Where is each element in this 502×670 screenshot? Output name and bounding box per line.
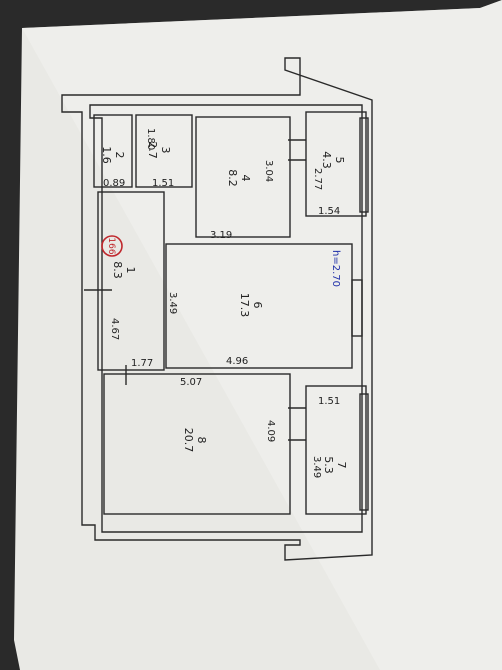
room-4-id: 4 [239, 175, 252, 182]
dimension-labels: 0.89 1.51 1.80 3.04 2.77 1.54 3.19 3.49 … [103, 128, 341, 478]
room-7-id: 7 [335, 462, 348, 469]
dim-1.80: 1.80 [145, 128, 156, 150]
dim-1.54: 1.54 [318, 206, 340, 217]
room-4-outline [195, 116, 291, 238]
room-2-area: 1.6 [100, 146, 113, 164]
room-2-outline [93, 114, 133, 188]
dim-3.49-a: 3.49 [167, 292, 178, 314]
dim-4.09: 4.09 [265, 420, 276, 442]
room-8-id: 8 [195, 437, 208, 444]
window-6 [351, 279, 363, 337]
room-7-outline [305, 385, 367, 515]
dim-height: h=2.70 [330, 250, 341, 287]
dim-5.07: 5.07 [180, 377, 202, 388]
room-1-outline [97, 191, 165, 371]
room-7-area: 5.3 [322, 456, 335, 474]
room-6-id: 6 [251, 302, 264, 309]
dim-3.04: 3.04 [263, 160, 274, 182]
floor-plan [61, 57, 373, 561]
stamp-number: 166 [106, 237, 116, 254]
room-1-id: 1 [124, 267, 137, 274]
room-1-area: 8.3 [111, 261, 124, 279]
room-3-id: 3 [159, 147, 172, 154]
stamp: 166 [101, 235, 123, 257]
dim-1.77: 1.77 [131, 358, 153, 369]
dim-4.96: 4.96 [226, 356, 248, 367]
dim-4.67: 4.67 [109, 318, 120, 340]
room-3-outline [135, 114, 193, 188]
room-5-id: 5 [333, 157, 346, 164]
dim-3.19: 3.19 [210, 230, 232, 241]
room-8-outline [103, 373, 291, 515]
dim-0.89: 0.89 [103, 178, 125, 189]
room-5-area: 4.3 [320, 151, 333, 169]
window-5 [359, 117, 369, 213]
dim-3.49-b: 3.49 [311, 456, 322, 478]
room-labels: 1 8.3 2 1.6 3 2.7 4 8.2 5 4.3 6 17.3 7 5… [100, 141, 348, 474]
outer-wall [61, 57, 373, 561]
room-3-area: 2.7 [146, 141, 159, 159]
room-8-area: 20.7 [182, 428, 195, 453]
dim-1.51-a: 1.51 [152, 178, 174, 189]
room-5-outline [305, 111, 367, 217]
window-7 [359, 393, 369, 511]
room-2-id: 2 [113, 152, 126, 159]
dim-1.51-b: 1.51 [318, 396, 340, 407]
dim-2.77: 2.77 [312, 168, 323, 190]
inner-wall [89, 104, 363, 533]
room-6-area: 17.3 [238, 293, 251, 318]
room-4-area: 8.2 [226, 169, 239, 187]
